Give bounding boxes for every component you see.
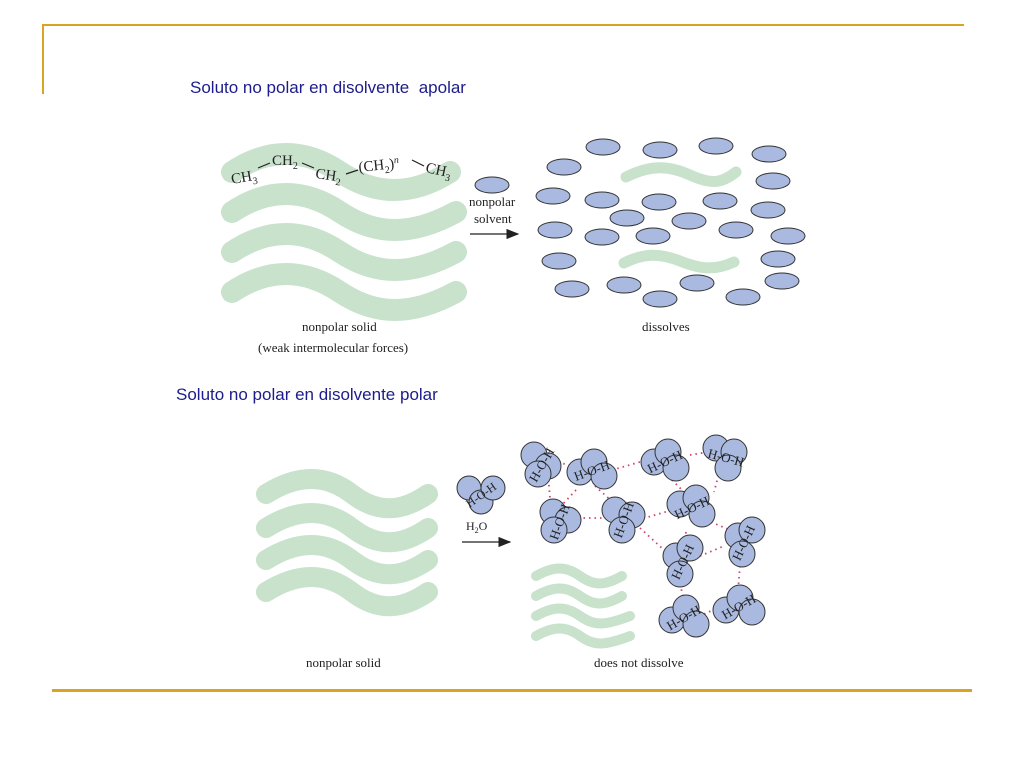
bond-line: [257, 162, 271, 169]
water-molecule-8: H-O-H: [724, 516, 766, 568]
water-molecule-10: H-O-H: [658, 594, 710, 638]
solvent-molecules: [535, 137, 806, 308]
heading-nonpolar-solvent: Soluto no polar en disolvente apolar: [190, 78, 466, 97]
arrow-label-h2o: H2O: [466, 519, 488, 535]
formula-ch3-right: CH3: [424, 160, 453, 184]
bond-line: [301, 162, 315, 169]
water-molecule-11: H-O-H: [712, 584, 766, 626]
caption-does-not-dissolve: does not dissolve: [594, 655, 684, 670]
formula-ch2-a: CH2: [272, 153, 298, 172]
caption-nonpolar-solid-2: nonpolar solid: [306, 655, 381, 670]
solvent-molecule-label: [474, 176, 510, 194]
water-molecule-reagent: H-O-H: [456, 475, 506, 515]
bottom-border-line: [52, 689, 972, 692]
water-molecule-9: H-O-H: [662, 534, 704, 588]
water-molecule-3: H-O-H: [640, 438, 690, 482]
dissolved-solute-strands: [618, 162, 742, 274]
arrow-label-nonpolar: nonpolar: [469, 194, 516, 209]
arrow-label-solvent: solvent: [474, 211, 512, 226]
water-molecule-7: H-O-H: [666, 484, 716, 528]
water-molecule-1: H-O-H: [520, 441, 562, 488]
alkane-formula: CH3 CH2 CH2 (CH2)n CH3: [230, 153, 453, 191]
water-molecule-2: H-O-H: [566, 448, 618, 490]
heading-polar-solvent: Soluto no polar en disolvente polar: [176, 385, 438, 404]
top-border-line: [42, 24, 964, 26]
formula-ch2-b: CH2: [314, 166, 342, 188]
nonpolar-solid-block-2: [256, 469, 438, 617]
water-molecule-4: H-O-H: [702, 434, 748, 482]
bond-line: [345, 169, 359, 175]
undissolved-solid: [531, 563, 635, 649]
formula-ch2-n: (CH2)n: [358, 155, 401, 179]
left-border-line: [42, 24, 44, 94]
formula-ch3-left: CH3: [230, 168, 259, 191]
water-molecule-5: H-O-H: [539, 498, 582, 544]
caption-dissolves: dissolves: [642, 319, 690, 334]
water-molecule-6: H-O-H: [601, 496, 646, 544]
caption-nonpolar-solid-1: nonpolar solid: [302, 319, 377, 334]
nonpolar-solid-block-1: [221, 143, 467, 321]
caption-weak-forces: (weak intermolecular forces): [258, 340, 408, 355]
bond-line: [411, 159, 425, 167]
